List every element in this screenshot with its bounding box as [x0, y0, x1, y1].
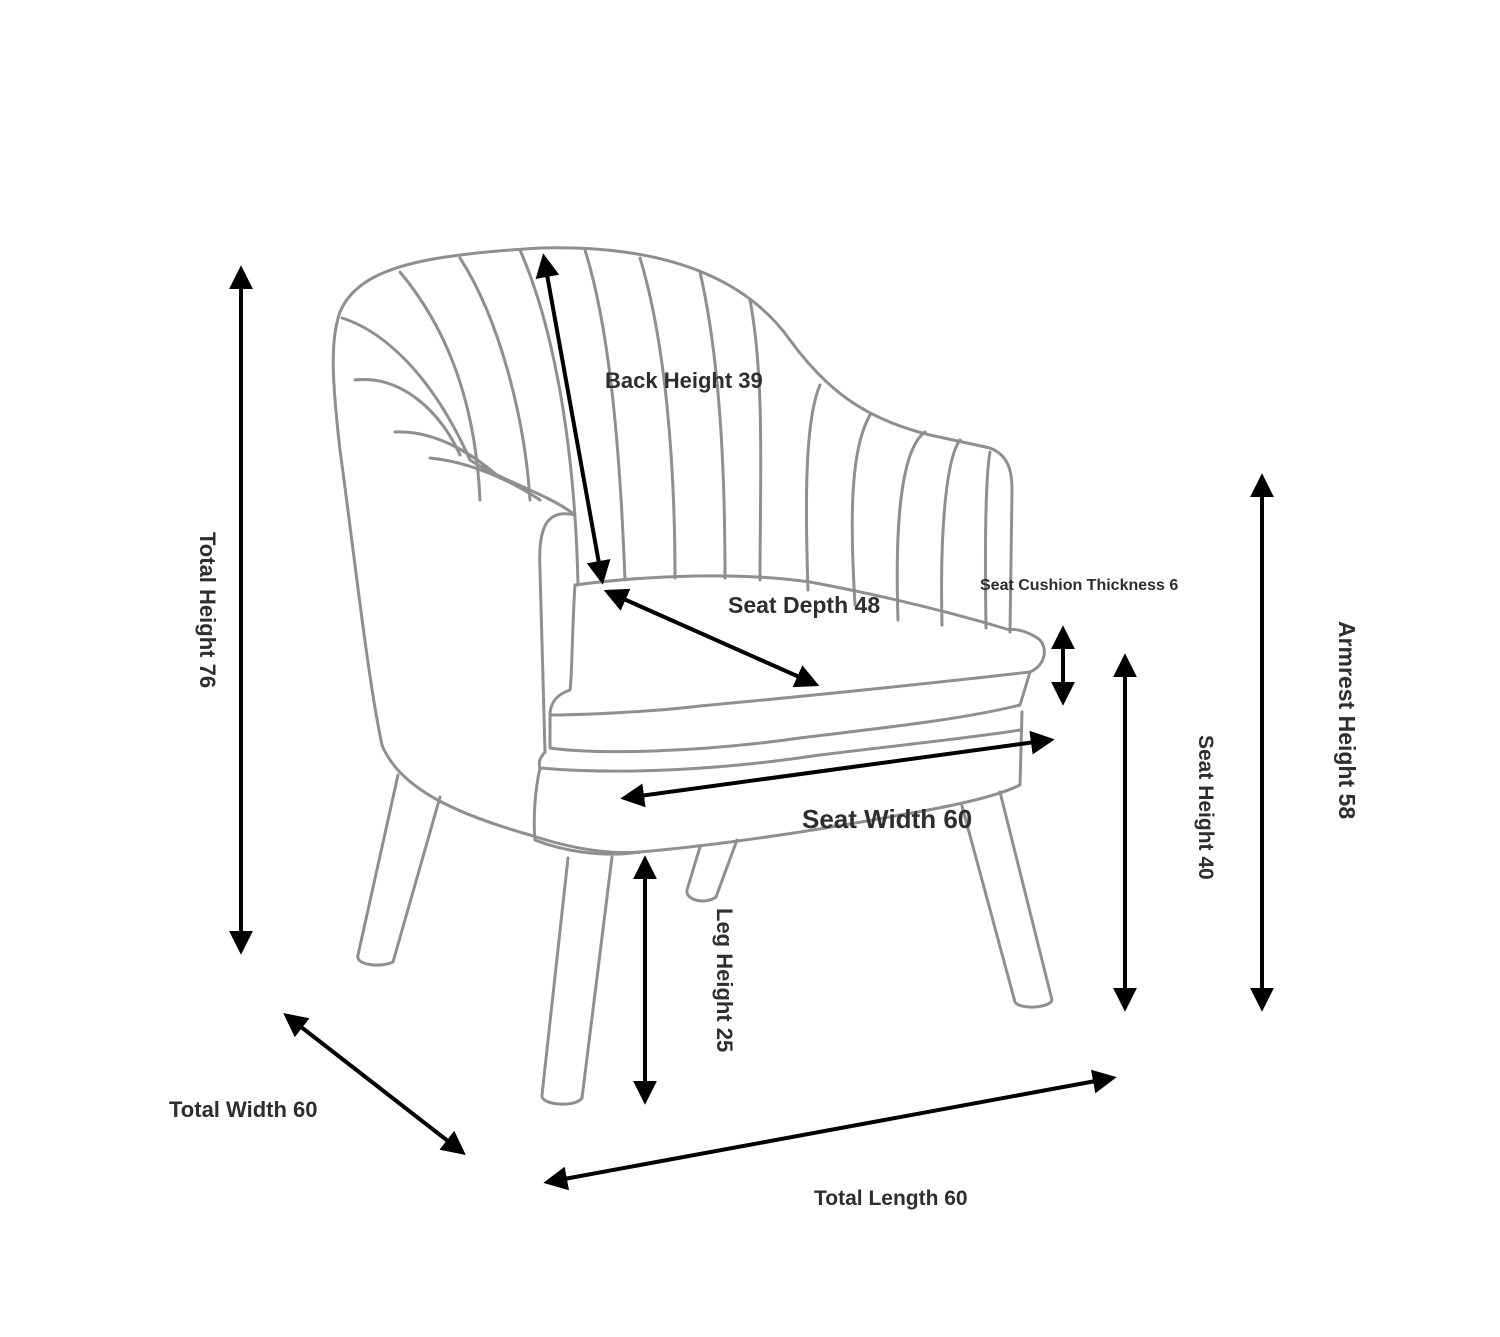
seat-depth-label: Seat Depth 48: [728, 592, 880, 618]
seat-cushion-label: Seat Cushion Thickness 6: [980, 577, 1178, 594]
chair-channel-11: [940, 438, 962, 627]
chair-channel-12: [983, 450, 992, 630]
chair-left-outer-side: [331, 310, 642, 855]
seat-depth-arrow: [603, 588, 820, 688]
chair-leg-back-right: [685, 838, 739, 903]
chair-channel-10: [895, 430, 927, 622]
dimension-arrows: [229, 253, 1274, 1191]
total-width-label: Total Width 60: [169, 1097, 318, 1122]
chair-channel-7: [748, 298, 763, 582]
seat-width-label: Seat Width 60: [802, 804, 972, 834]
chair-back-inner-rim: [340, 316, 577, 517]
chair-channel-4: [583, 248, 627, 582]
chair-channel-1: [398, 270, 482, 502]
back-height-arrow: [535, 253, 611, 585]
total-height-label: Total Height 76: [195, 532, 220, 688]
chair-leg-back-left: [356, 773, 442, 967]
chair-seat-top: [548, 583, 1046, 717]
chair-channel-6: [698, 270, 727, 580]
seat-height-label: Seat Height 40: [1194, 735, 1217, 880]
total-length-arrow: [543, 1069, 1117, 1191]
chair-leg-front-right: [960, 790, 1054, 1009]
leg-height-label: Leg Height 25: [712, 908, 737, 1052]
chair-channel-9: [850, 413, 872, 607]
chair-channel-3: [518, 248, 580, 587]
seat-width-arrow: [620, 730, 1055, 808]
chair-channel-5: [638, 256, 677, 580]
armrest-height-label: Armrest Height 58: [1334, 621, 1360, 819]
chair-channel-8: [804, 383, 822, 592]
chair-channel-2: [458, 256, 532, 502]
chair-seat-back-edge: [573, 574, 1012, 632]
dimension-labels: Back Height 39 Seat Depth 48 Seat Cushio…: [169, 368, 1360, 1210]
total-width-arrow: [283, 1013, 466, 1155]
chair-leg-front-left: [540, 855, 614, 1106]
back-height-label: Back Height 39: [605, 368, 763, 393]
total-length-label: Total Length 60: [814, 1187, 968, 1210]
chair-left-arm-top-b: [393, 430, 502, 480]
chair-left-arm-top-a: [353, 378, 462, 457]
